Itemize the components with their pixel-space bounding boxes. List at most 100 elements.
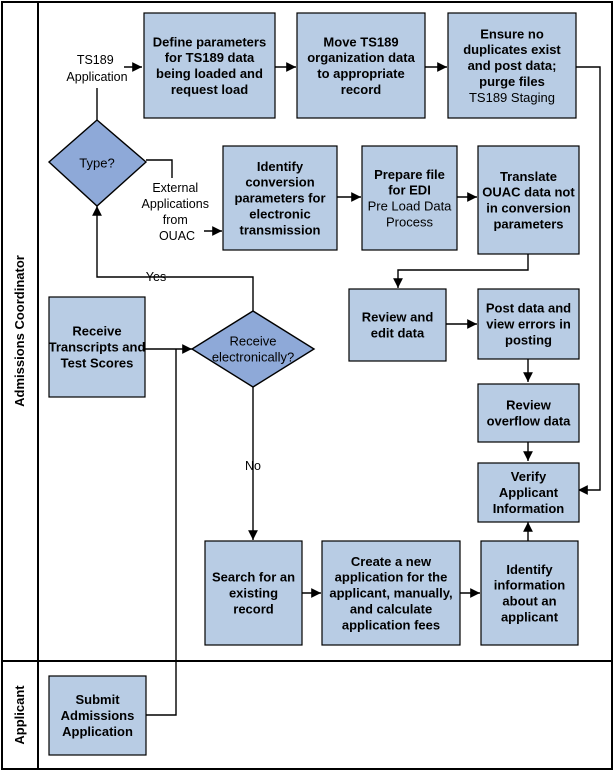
connectors bbox=[92, 62, 601, 716]
node-line: overflow data bbox=[487, 414, 572, 429]
node-line: Receive bbox=[72, 324, 121, 339]
node-line: posting bbox=[505, 332, 552, 347]
node-line: duplicates exist bbox=[463, 42, 561, 57]
node-line: Test Scores bbox=[61, 355, 134, 370]
node-line: Move TS189 bbox=[323, 34, 398, 49]
box-verify-applicant bbox=[477, 462, 580, 523]
node-line: Information bbox=[493, 501, 565, 516]
box-receive-transcripts bbox=[48, 296, 146, 398]
node-line: Verify bbox=[511, 469, 547, 484]
process-boxes bbox=[48, 12, 580, 756]
node-line: parameters bbox=[493, 216, 563, 231]
node-line: application for the bbox=[335, 570, 448, 585]
box-ensure-no-dup bbox=[447, 12, 577, 119]
node-line: applicant bbox=[501, 609, 559, 624]
diamond-type bbox=[47, 119, 148, 207]
node-line: Admissions bbox=[61, 708, 135, 723]
node-line: being loaded and bbox=[156, 66, 263, 81]
node-line: Identify bbox=[257, 159, 304, 174]
box-identify-info bbox=[480, 540, 579, 646]
arrow-submit-to-receive bbox=[146, 349, 177, 716]
node-line: organization data bbox=[307, 50, 415, 65]
node-line: for TS189 data bbox=[165, 50, 255, 65]
node-line: Type? bbox=[79, 156, 114, 171]
node-line: information bbox=[494, 578, 566, 593]
node-line: conversion bbox=[245, 175, 314, 190]
node-line: applicant, manually, bbox=[329, 586, 452, 601]
node-line: Transcripts and bbox=[49, 340, 146, 355]
box-search-record bbox=[204, 540, 303, 646]
label-no: No bbox=[245, 459, 261, 473]
node-line: Submit bbox=[75, 692, 120, 707]
label-external-applications: External Applications from OUAC bbox=[142, 181, 213, 243]
decision-diamonds bbox=[47, 119, 316, 388]
label-ts189-application: TS189 Application bbox=[66, 53, 127, 84]
box-define-params bbox=[143, 12, 276, 119]
node-line: electronic bbox=[249, 206, 310, 221]
node-line: Process bbox=[386, 214, 433, 229]
node-line: OUAC data not bbox=[482, 185, 575, 200]
label-yes: Yes bbox=[146, 270, 166, 284]
arrow-yes-to-type bbox=[92, 206, 254, 311]
node-line: edit data bbox=[371, 326, 425, 341]
node-line: Search for an bbox=[212, 570, 295, 585]
lane-label-admissions: Admissions Coordinator bbox=[12, 255, 27, 407]
box-move-ts189 bbox=[296, 12, 426, 119]
node-line: purge files bbox=[479, 74, 545, 89]
box-review-overflow bbox=[477, 383, 580, 443]
node-line: and post data; bbox=[468, 58, 557, 73]
node-line: Ensure no bbox=[480, 26, 544, 41]
node-line: TS189 Staging bbox=[469, 90, 555, 105]
box-identify-conversion bbox=[222, 145, 338, 251]
node-line: request load bbox=[171, 82, 248, 97]
arrow-translate-to-review-edit bbox=[393, 254, 529, 288]
node-line: Receive bbox=[230, 334, 277, 349]
node-line: Applicant bbox=[499, 485, 559, 500]
node-line: record bbox=[341, 82, 382, 97]
lane-label-applicant: Applicant bbox=[12, 685, 27, 745]
node-line: Application bbox=[62, 724, 133, 739]
node-line: Create a new bbox=[351, 554, 432, 569]
box-translate-ouac bbox=[477, 145, 580, 255]
node-line: parameters for bbox=[234, 191, 325, 206]
node-line: electronically? bbox=[212, 350, 294, 365]
node-line: Translate bbox=[500, 169, 557, 184]
node-line: Review bbox=[506, 398, 552, 413]
node-line: about an bbox=[502, 594, 556, 609]
node-line: to appropriate bbox=[317, 66, 404, 81]
node-line: application fees bbox=[342, 617, 440, 632]
box-create-app bbox=[321, 540, 461, 646]
node-line: Post data and bbox=[486, 301, 571, 316]
node-line: for EDI bbox=[388, 183, 431, 198]
node-line: record bbox=[233, 601, 274, 616]
node-text-type-decision: Type? bbox=[79, 156, 114, 171]
arrow-ensure-to-verify bbox=[576, 66, 601, 495]
box-post-data bbox=[477, 288, 580, 360]
node-line: Prepare file bbox=[374, 167, 445, 182]
node-line: view errors in bbox=[486, 317, 571, 332]
node-line: in conversion bbox=[486, 201, 571, 216]
node-line: Review and bbox=[362, 310, 434, 325]
node-line: and calculate bbox=[350, 601, 432, 616]
box-review-edit bbox=[348, 288, 447, 362]
node-line: Identify bbox=[506, 562, 553, 577]
node-line: existing bbox=[229, 586, 278, 601]
